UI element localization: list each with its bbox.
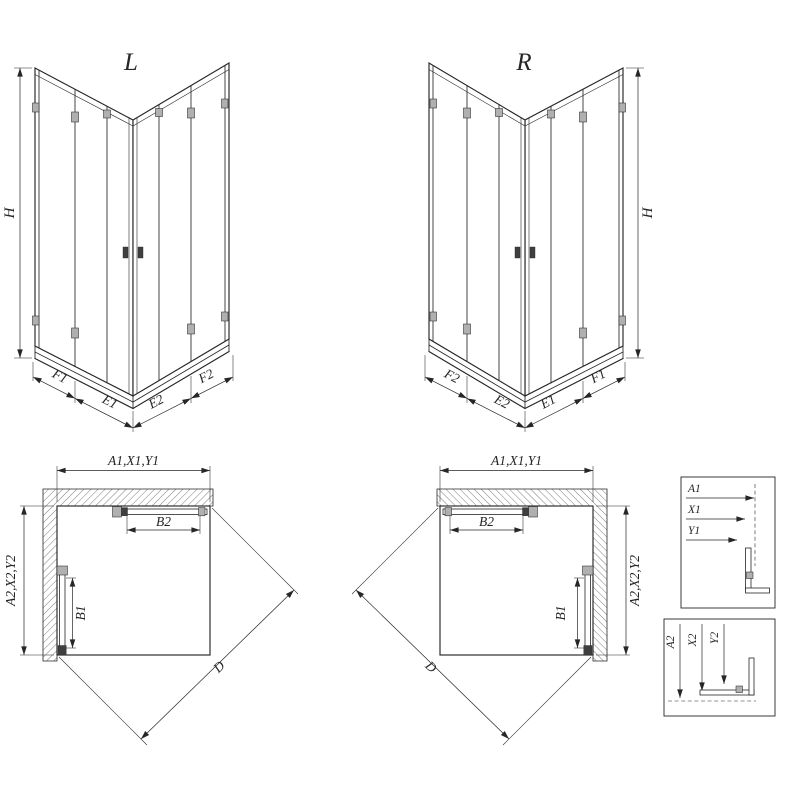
right-dim-e1: E1: [537, 391, 558, 412]
detail-1-border: [680, 476, 776, 609]
detail-1-label-a1: A1: [687, 483, 701, 495]
detail-1-drawing: [686, 484, 770, 594]
detail-box-vertical: A2 X2 Y2: [663, 618, 776, 717]
view-3d-left: L H F1 E1 E2 F2: [2, 49, 233, 432]
left-dim-height: H: [2, 206, 18, 219]
detail-2-border: [663, 618, 776, 717]
left-dim-f1: F1: [49, 365, 70, 386]
plan-right-dim-side: A2,X2,Y2: [627, 555, 642, 607]
view-label-left: L: [123, 49, 138, 76]
right-plan-geometry: [352, 466, 630, 745]
right-dim-e2: E2: [491, 391, 512, 412]
plan-right-dim-b2: B2: [479, 514, 494, 529]
plan-left-dim-b2: B2: [156, 514, 171, 529]
plan-view-left: A1,X1,Y1 A2,X2,Y2 B2 B1 D: [3, 453, 298, 745]
right-dim-f1: F1: [587, 366, 608, 387]
plan-left-dim-top: A1,X1,Y1: [107, 453, 159, 468]
view-label-right: R: [515, 49, 531, 76]
detail-2-label-x2: X2: [687, 633, 699, 647]
detail-1-label-x1: X1: [687, 504, 701, 516]
left-dim-e1: E1: [99, 391, 120, 412]
left-plan-geometry: [20, 466, 298, 745]
right-dim-height: H: [640, 206, 656, 219]
plan-right-dim-top: A1,X1,Y1: [490, 453, 542, 468]
detail-2-label-y2: Y2: [709, 632, 721, 644]
plan-right-dim-b1: B1: [553, 606, 568, 621]
detail-box-horizontal: A1 X1 Y1: [680, 476, 776, 609]
left-dim-e2: E2: [145, 391, 166, 412]
left-dim-f2: F2: [195, 366, 216, 387]
plan-left-dim-side: A2,X2,Y2: [3, 555, 18, 607]
plan-left-dim-b1: B1: [73, 606, 88, 621]
detail-1-label-y1: Y1: [688, 525, 700, 537]
right-dim-f2: F2: [441, 365, 462, 386]
detail-2-drawing: [668, 624, 756, 702]
view-3d-right: R H F2 E2 E1 F1: [425, 49, 656, 432]
plan-right-dim-diagonal: D: [422, 657, 440, 675]
detail-2-label-a2: A2: [665, 635, 677, 649]
plan-view-right: A1,X1,Y1 A2,X2,Y2 B2 B1 D: [352, 453, 642, 745]
plan-left-dim-diagonal: D: [209, 658, 227, 676]
